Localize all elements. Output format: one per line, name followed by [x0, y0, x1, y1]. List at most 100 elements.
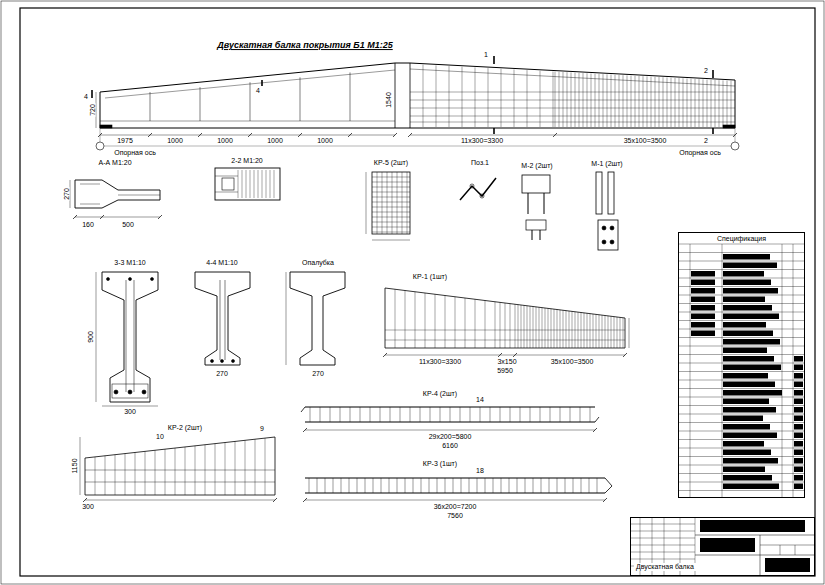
drawing-outline — [301, 407, 599, 422]
mesh-line — [410, 100, 735, 101]
mesh-line — [469, 478, 470, 493]
table-fill — [794, 424, 803, 430]
dimension-line — [372, 240, 410, 241]
mesh-line — [599, 315, 600, 348]
mesh-line — [608, 316, 609, 348]
mesh-line — [310, 407, 311, 422]
table-fill — [794, 475, 803, 481]
mesh-line — [580, 407, 581, 422]
table-fill — [723, 348, 767, 354]
mesh-line — [509, 478, 510, 493]
callout-number: 10 — [155, 433, 165, 440]
section-mark — [712, 128, 714, 134]
mesh-line — [571, 72, 572, 127]
table-fill — [723, 331, 773, 337]
mesh-line — [225, 443, 226, 495]
table-line — [782, 244, 783, 498]
dimension-tick — [198, 133, 202, 137]
dimension-line — [96, 92, 97, 128]
dimension-line — [85, 500, 275, 501]
mesh-line — [647, 76, 648, 127]
mesh-line — [465, 298, 466, 348]
hatch-line — [242, 170, 243, 198]
stamp-fill — [700, 520, 805, 532]
table-fill — [723, 399, 769, 405]
mesh-line — [615, 75, 616, 127]
mesh-line — [605, 316, 606, 349]
mesh-line — [707, 80, 708, 127]
drawing-line — [760, 545, 815, 546]
table-fill — [723, 475, 772, 481]
section-22 — [215, 168, 280, 200]
mesh-line — [461, 478, 462, 493]
mesh-line — [589, 478, 590, 493]
drawing-line — [528, 193, 529, 214]
drawing-outline — [605, 478, 612, 493]
table-fill — [723, 271, 764, 277]
mesh-line — [599, 74, 600, 127]
drawing-line — [225, 280, 226, 360]
mesh-line — [485, 478, 486, 493]
drawing-line — [395, 63, 396, 128]
drawing-label: 1000 — [266, 137, 284, 144]
table-fill — [723, 373, 768, 379]
table-line — [678, 371, 805, 372]
mesh-line — [515, 304, 516, 348]
mesh-line — [373, 478, 374, 493]
table-fill — [723, 314, 779, 320]
drawing-label: 35x100=3500 — [550, 358, 595, 365]
mesh-line — [402, 172, 403, 234]
mesh-line — [695, 79, 696, 127]
drawing-label: КР-5 (2шт) — [373, 159, 409, 166]
table-fill — [794, 356, 803, 362]
mesh-line — [521, 305, 522, 348]
table-fill — [691, 271, 715, 277]
mesh-line — [372, 227, 410, 228]
dimension-tick — [73, 215, 77, 219]
drawing-label: КР-4 (2шт) — [422, 390, 458, 397]
table-fill — [723, 297, 765, 303]
mesh-line — [155, 450, 156, 495]
drawing-label: М-1 (2шт) — [590, 160, 623, 167]
dimension-tick — [593, 428, 597, 432]
dimension-tick — [603, 498, 607, 502]
table-fill — [723, 288, 778, 294]
mesh-line — [703, 79, 704, 127]
table-line — [793, 244, 794, 498]
mesh-line — [591, 73, 592, 127]
drawing-label: 1150 — [71, 457, 78, 474]
drawing-label: КР-1 (1шт) — [412, 273, 448, 280]
table-fill — [794, 390, 803, 396]
mesh-line — [635, 76, 636, 127]
dimension-tick — [100, 215, 104, 219]
drawing-label: 36x200=7200 — [433, 503, 478, 510]
drawing-line — [126, 280, 127, 392]
mesh-line — [595, 74, 596, 127]
rebar-dot — [142, 390, 146, 394]
mesh-line — [330, 407, 331, 422]
mesh-line — [382, 172, 383, 234]
mesh-line — [623, 318, 624, 348]
drawing-line — [80, 204, 100, 205]
drawing-label: 300 — [81, 503, 95, 510]
mesh-line — [593, 314, 594, 348]
mesh-line — [115, 455, 116, 495]
mesh-line — [675, 78, 676, 127]
section-aa — [75, 180, 160, 208]
mesh-line — [195, 446, 196, 495]
table-line — [678, 244, 805, 245]
dimension-line — [305, 500, 605, 501]
table-line — [678, 337, 805, 338]
mesh-line — [527, 70, 528, 127]
dimension-line — [286, 272, 287, 365]
drawing-circle — [211, 360, 214, 363]
hatch-line — [246, 170, 247, 198]
mesh-line — [400, 407, 401, 422]
bent-bar — [460, 178, 496, 200]
callout-number: 1 — [483, 51, 489, 58]
mesh-line — [551, 309, 552, 348]
plate-m2 — [522, 175, 550, 193]
mesh-line — [460, 407, 461, 422]
mesh-line — [235, 441, 236, 495]
